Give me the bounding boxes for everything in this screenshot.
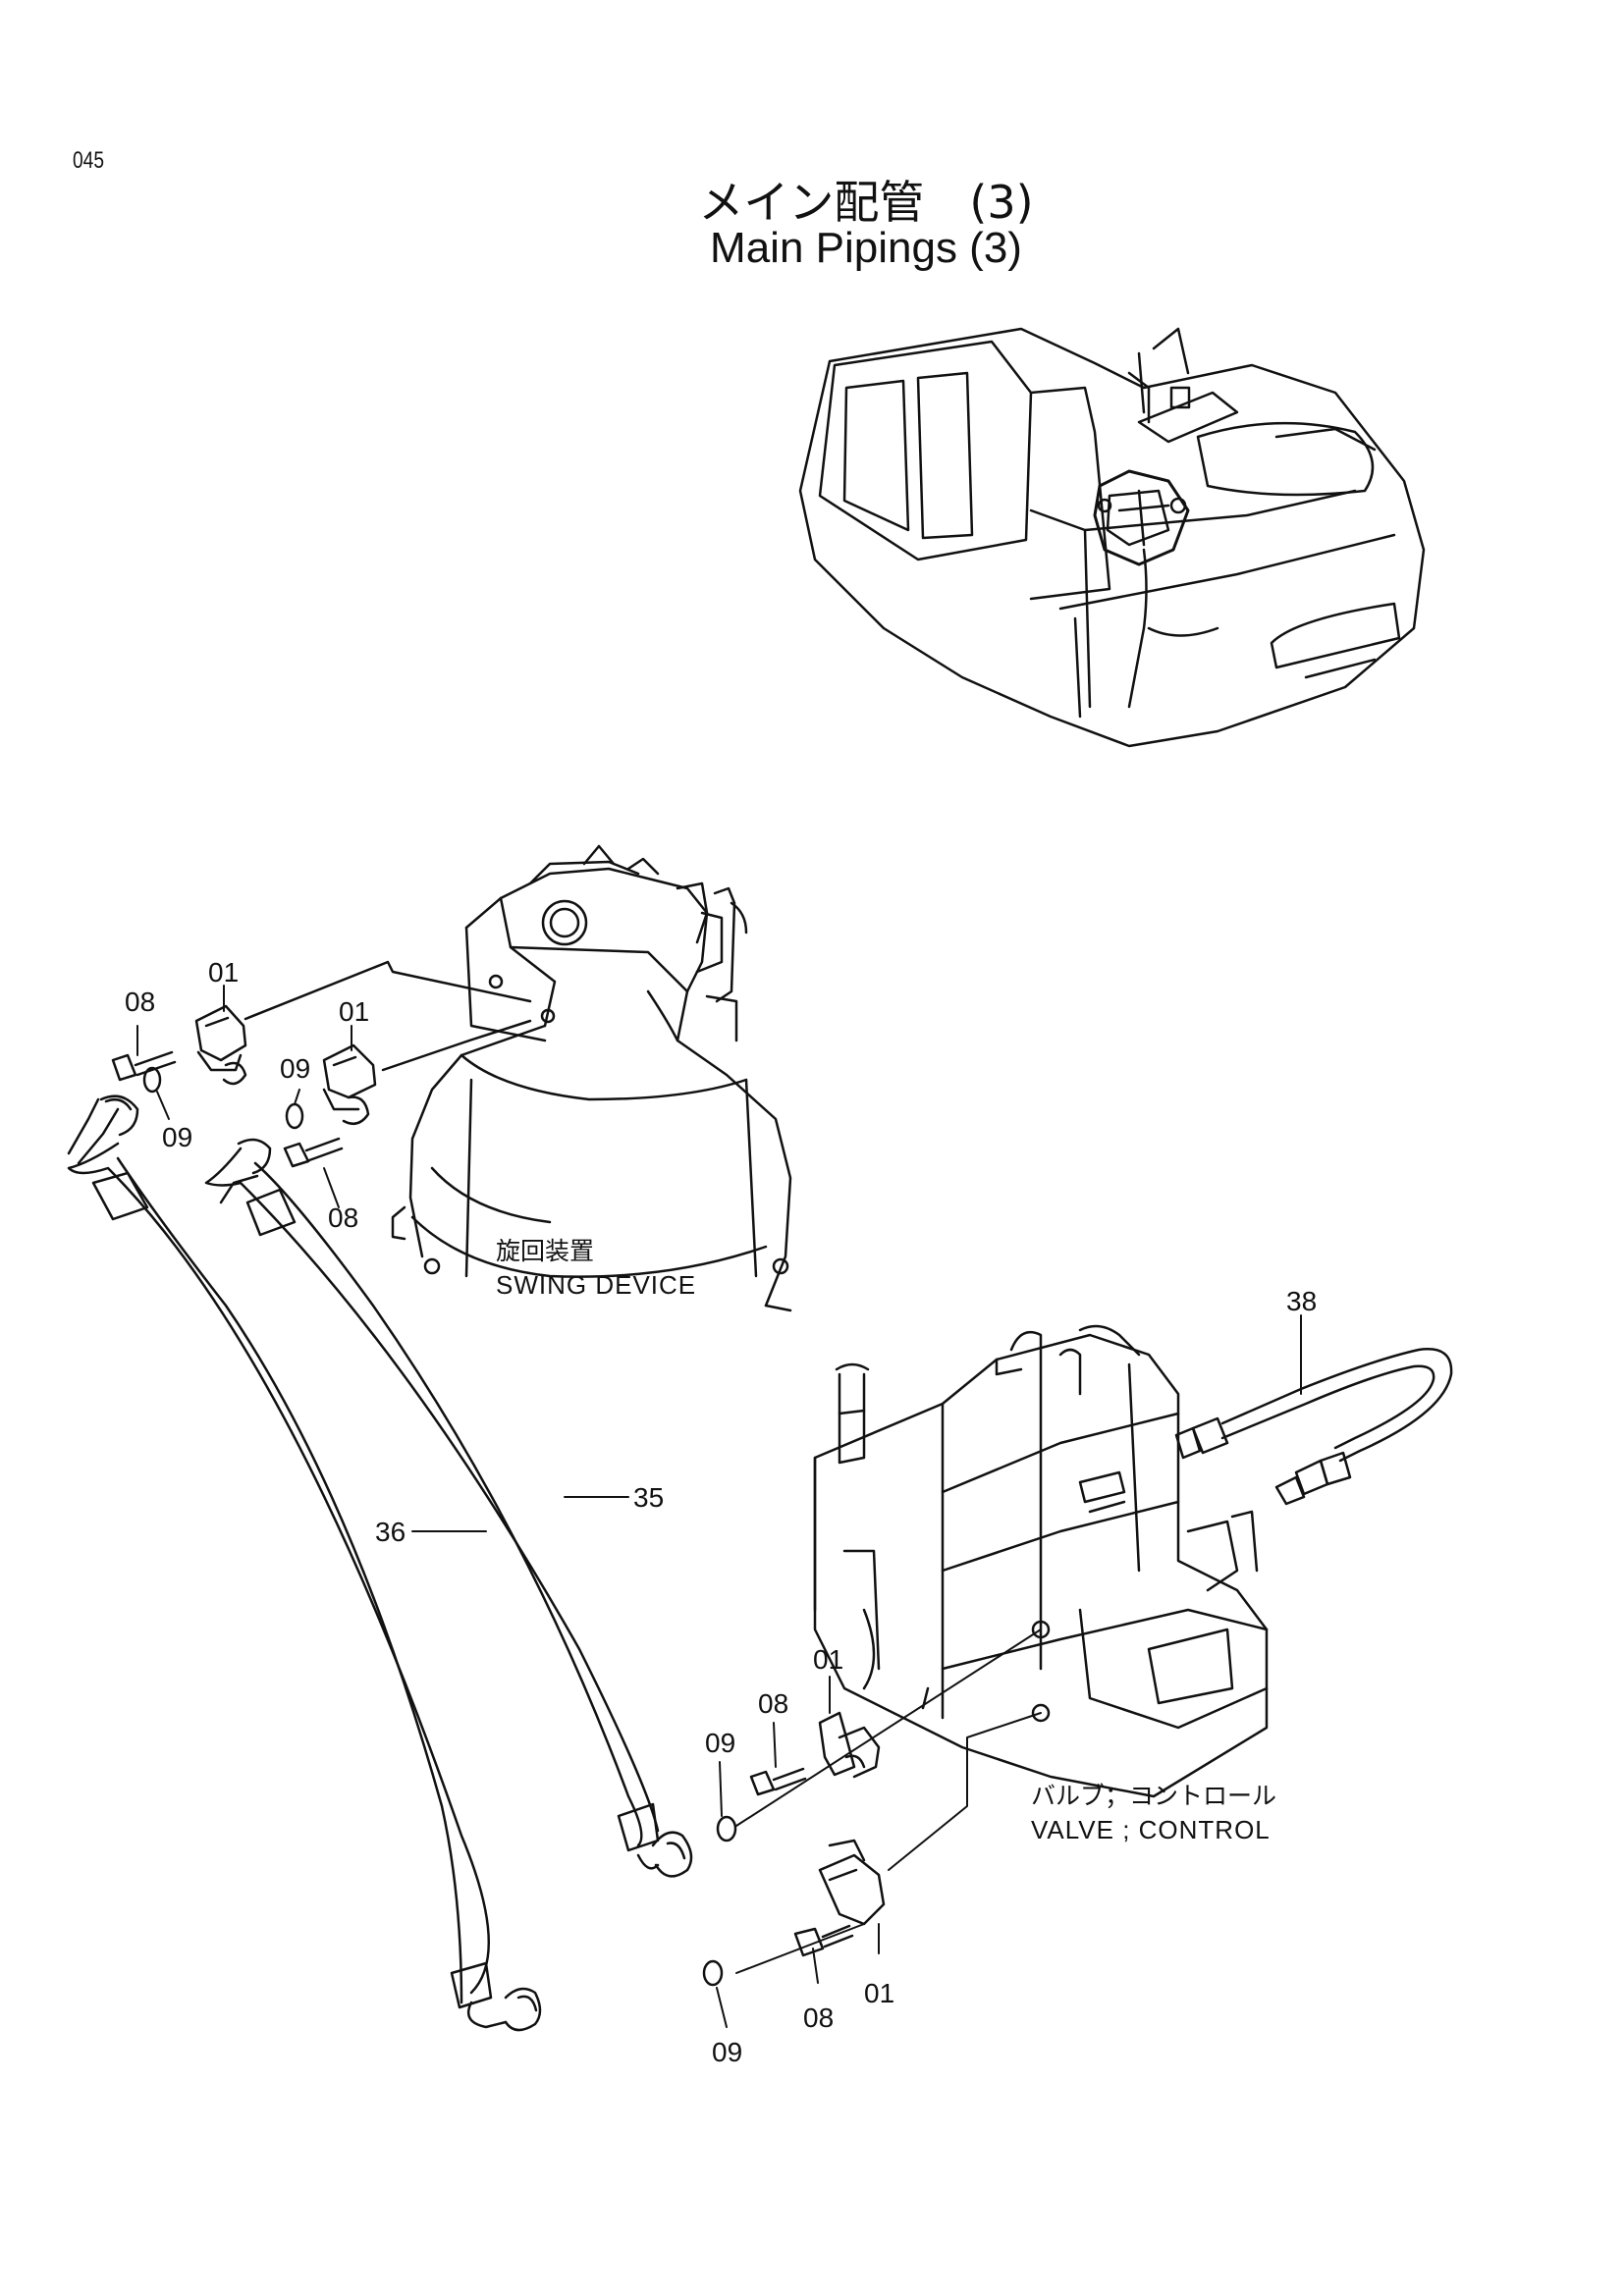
swing-device-label-japanese: 旋回装置 (496, 1237, 594, 1265)
hose-38-illustration (1174, 1348, 1453, 1506)
callout-35: 35 (633, 1482, 664, 1513)
swing-device-illustration (391, 844, 792, 1312)
page-title-japanese: メイン配管 (3) (698, 176, 1034, 229)
leader-line (381, 1019, 532, 1072)
callout-01: 01 (339, 996, 369, 1027)
hose-35-36-illustration (67, 1095, 693, 2032)
callout-08: 08 (758, 1688, 788, 1719)
callout-09: 09 (162, 1122, 192, 1152)
callout-08: 08 (803, 2002, 834, 2033)
excavator-overview-illustration (798, 327, 1426, 748)
flange-fittings-bottom (702, 1711, 886, 1987)
control-valve-label: VALVE ; CONTROL (1031, 1815, 1271, 1844)
leader-line (888, 1712, 1042, 1871)
callout-01: 01 (208, 957, 239, 988)
flange-fittings-top (111, 1004, 377, 1168)
callout-36: 36 (375, 1517, 406, 1547)
page-number: 045 (73, 147, 105, 174)
callout-01: 01 (864, 1978, 894, 2008)
page-title-english: Main Pipings (3) (710, 224, 1022, 272)
callout-09: 09 (705, 1728, 735, 1758)
leader-line (735, 1923, 865, 1974)
callout-38: 38 (1286, 1286, 1317, 1316)
leader-line (735, 1629, 1042, 1827)
callout-09: 09 (280, 1053, 310, 1084)
callout-01: 01 (813, 1644, 843, 1675)
swing-device-label: SWING DEVICE (496, 1270, 696, 1300)
callout-08: 08 (328, 1202, 358, 1233)
control-valve-label-japanese: バルブ；コントロール (1031, 1782, 1276, 1810)
callout-09: 09 (712, 2037, 742, 2067)
callout-08: 08 (125, 987, 155, 1017)
control-valve-illustration (813, 1324, 1269, 1798)
leader-line (244, 960, 532, 1021)
